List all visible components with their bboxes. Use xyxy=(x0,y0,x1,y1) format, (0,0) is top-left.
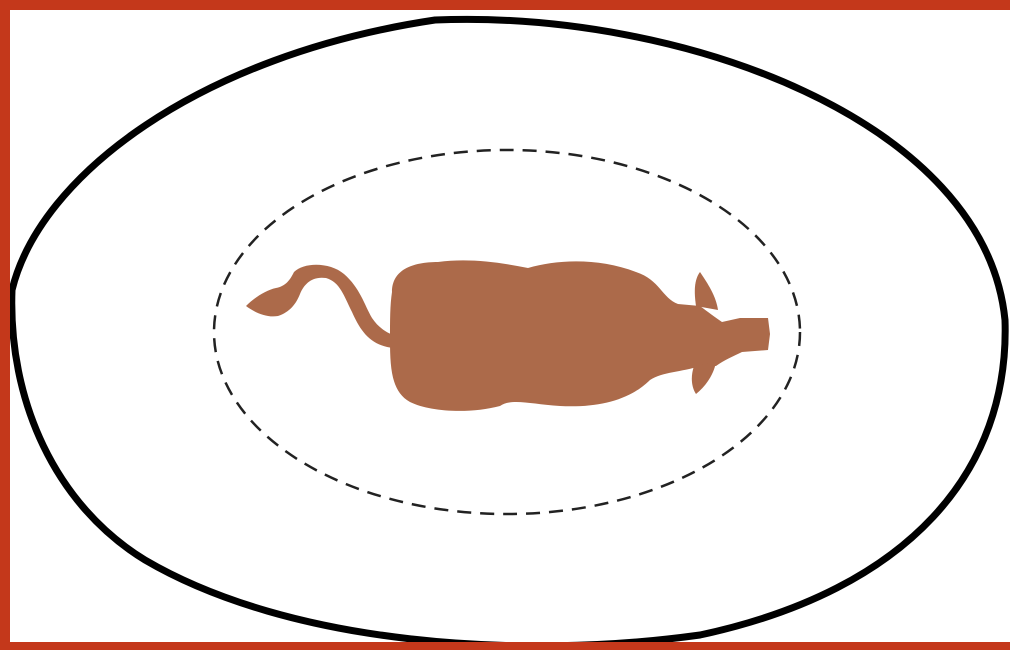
diagram-canvas xyxy=(0,0,1010,650)
